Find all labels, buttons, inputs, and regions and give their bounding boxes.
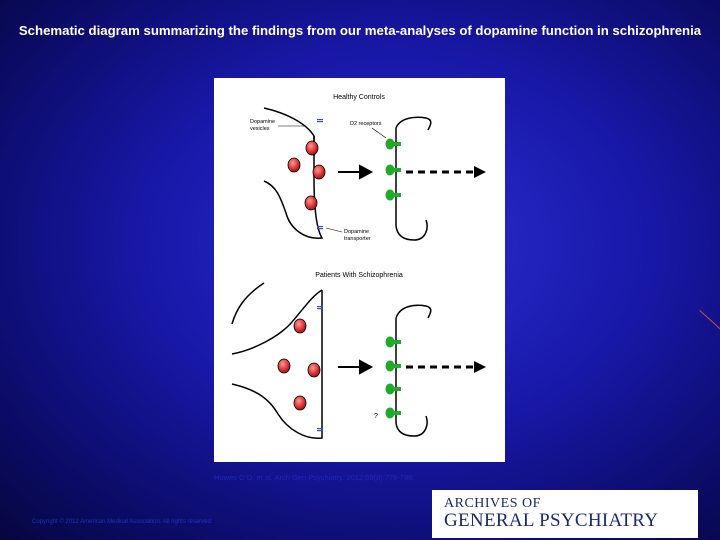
top-receptors: [386, 139, 402, 201]
bottom-postsynaptic-neuron: [396, 305, 431, 436]
footer-copyright: Copyright © 2012 American Medical Associ…: [32, 519, 213, 525]
top-transporter-lower-b: [317, 228, 323, 229]
bottom-vesicles: [278, 319, 320, 410]
label-dopamine-transporter-line1: Dopamine: [344, 229, 369, 235]
top-signal-arrow: [406, 166, 486, 178]
d2-receptor: [386, 361, 402, 372]
vesicle: [313, 165, 325, 179]
receptor-question-mark: ?: [374, 413, 378, 420]
label-dopamine-vesicles-line2: vesicles: [250, 126, 270, 132]
slide-title: Schematic diagram summarizing the findin…: [10, 22, 710, 40]
label-dopamine-transporter-line2: transporter: [344, 236, 371, 242]
dopamine-schematic: Healthy Controls Dopamine vesicles D2 re…: [214, 78, 505, 462]
vesicle: [306, 141, 318, 155]
decorative-line: [699, 310, 720, 331]
vesicle: [278, 359, 290, 373]
logo-line2: GENERAL PSYCHIATRY: [444, 510, 658, 532]
top-transporter-lower: [317, 226, 323, 227]
bottom-presynaptic-tip: [232, 283, 264, 324]
d2-receptor: [386, 139, 402, 150]
top-transporter-upper-b: [317, 121, 323, 122]
label-dopamine-vesicles-line1: Dopamine: [250, 119, 275, 125]
vesicle: [308, 363, 320, 377]
bottom-presynaptic-terminal: [232, 290, 322, 438]
figure-panel: Healthy Controls Dopamine vesicles D2 re…: [214, 78, 505, 462]
bottom-receptors: [386, 337, 402, 419]
bottom-transporter-upper-b: [317, 308, 323, 309]
d2-receptor: [386, 190, 402, 201]
journal-logo: ARCHIVES OF GENERAL PSYCHIATRY: [432, 490, 698, 538]
citation: Howes O D, et al. Arch Gen Psychiatry. 2…: [214, 473, 654, 482]
top-release-arrow: [338, 166, 371, 178]
label-d2-receptors: D2 receptors: [350, 121, 382, 127]
bottom-panel-title: Patients With Schizophrenia: [315, 272, 403, 279]
vesicle: [294, 396, 306, 410]
bottom-release-arrow: [338, 361, 371, 373]
d2-receptor: [386, 165, 402, 176]
top-transporter-upper: [317, 119, 323, 120]
bottom-transporter-lower-b: [317, 430, 323, 431]
bottom-transporter-lower: [317, 428, 323, 429]
d2-receptor: [386, 337, 402, 348]
vesicle: [294, 319, 306, 333]
top-postsynaptic-neuron: [396, 117, 431, 240]
d2-receptor: [386, 384, 402, 395]
top-panel-title: Healthy Controls: [333, 94, 385, 101]
bottom-transporter-upper: [317, 306, 323, 307]
receptor-pointer: [372, 128, 386, 138]
bottom-signal-arrow: [406, 361, 486, 373]
top-vesicles: [288, 141, 325, 210]
d2-receptor: [386, 408, 402, 419]
transporter-pointer: [326, 228, 342, 232]
vesicle: [288, 158, 300, 172]
vesicle: [305, 196, 317, 210]
